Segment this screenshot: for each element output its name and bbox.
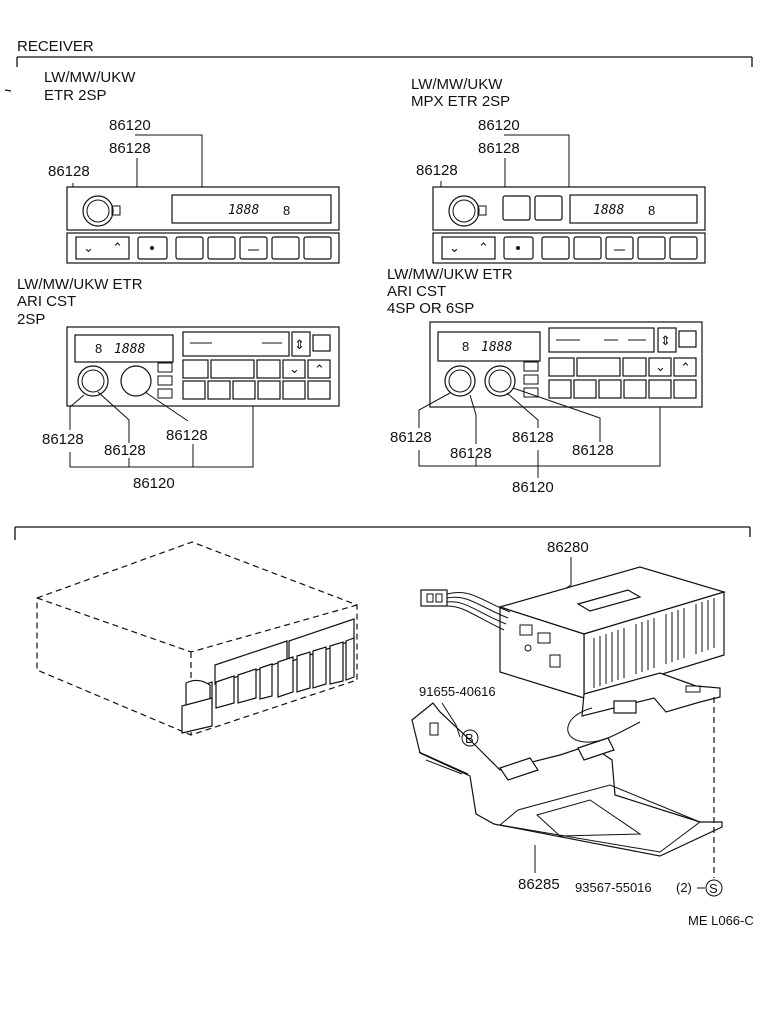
svg-text:⌃: ⌃ xyxy=(112,240,123,255)
screw-marker xyxy=(461,729,479,747)
callout-knob-number: 86128 xyxy=(166,427,208,444)
callout-knob-number: 86128 xyxy=(416,162,458,179)
callout-knob-number: 86128 xyxy=(512,429,554,446)
screw-marker-letter: B xyxy=(465,731,474,746)
frequency-display xyxy=(74,334,174,363)
seek-buttons xyxy=(441,236,496,260)
mode-button xyxy=(502,195,531,221)
frequency-display xyxy=(569,194,698,224)
preset-button xyxy=(541,236,570,260)
spec-line-3: 2SP xyxy=(17,311,45,328)
wire-harness-connector xyxy=(420,589,511,631)
spec-line-1: LW/MW/UKW ETR xyxy=(17,276,143,293)
display-frequency: 1888 xyxy=(593,203,624,218)
receiver-label-plate xyxy=(576,589,642,612)
preset-button xyxy=(637,236,666,260)
preset-button xyxy=(207,236,236,260)
svg-text:⇕: ⇕ xyxy=(294,337,305,352)
display-band: 8 xyxy=(462,339,469,354)
spec-line-3: 4SP OR 6SP xyxy=(387,300,474,317)
lower-section-bracket xyxy=(14,526,751,540)
radio-faceplate: 1888 8 ⌄ ⌃ xyxy=(66,186,340,264)
callout-knob-number: 86128 xyxy=(109,140,151,157)
svg-text:⇕: ⇕ xyxy=(660,333,671,348)
preset-button xyxy=(239,236,268,260)
callout-nut-part: 93567-55016 xyxy=(575,880,652,895)
spec-line-2: MPX ETR 2SP xyxy=(411,93,510,110)
svg-text:⌄: ⌄ xyxy=(449,240,460,255)
frequency-display xyxy=(437,331,541,362)
svg-text:⌃: ⌃ xyxy=(680,360,691,375)
preset-button xyxy=(271,236,300,260)
cassette-receiver-faceplate: 8 1888 ⇕ ⌄ ⌃ xyxy=(66,326,340,407)
callout-receiver-part: 86280 xyxy=(547,539,589,556)
display-band: 8 xyxy=(648,203,655,218)
mounting-bracket xyxy=(411,672,723,857)
display-frequency: 1888 xyxy=(114,342,145,357)
callout-faceplate-number: 86120 xyxy=(133,475,175,492)
preset-button xyxy=(669,236,698,260)
spec-line-1: LW/MW/UKW ETR xyxy=(387,266,513,283)
frequency-display xyxy=(171,194,332,224)
svg-text:⌄: ⌄ xyxy=(83,240,94,255)
receiver-unit xyxy=(497,566,727,699)
tone-knob xyxy=(120,365,152,397)
preset-button xyxy=(303,236,332,260)
preset-button xyxy=(573,236,602,260)
display-frequency: 1888 xyxy=(228,203,259,218)
callout-faceplate-number: 86120 xyxy=(512,479,554,496)
display-band: 8 xyxy=(283,203,290,218)
receiver-unit-outline xyxy=(36,541,358,736)
callout-knob-number: 86128 xyxy=(478,140,520,157)
mode-button xyxy=(534,195,563,221)
variant-ari-cst-2sp: LW/MW/UKW ETR ARI CST 2SP 8 1888 ⇕ ⌄ xyxy=(17,276,340,492)
cassette-receiver-faceplate: 8 1888 ⇕ ⌄ ⌃ xyxy=(429,321,703,408)
display-band: 8 xyxy=(95,341,102,356)
svg-text:⌃: ⌃ xyxy=(314,362,325,377)
callout-knob-number: 86128 xyxy=(104,442,146,459)
callout-knob-number: 86128 xyxy=(42,431,84,448)
preset-button xyxy=(175,236,204,260)
display-frequency: 1888 xyxy=(481,340,512,355)
nut-marker xyxy=(705,879,723,897)
spec-line-1: LW/MW/UKW xyxy=(411,76,503,93)
seek-buttons xyxy=(75,236,130,260)
variant-mpx-etr-2sp: LW/MW/UKW MPX ETR 2SP 86120 86128 86128 … xyxy=(411,76,706,264)
callout-faceplate-number: 86120 xyxy=(109,117,151,134)
spec-line-2: ARI CST xyxy=(387,283,446,300)
callout-nut-quantity: (2) xyxy=(676,880,692,895)
spec-line-2: ARI CST xyxy=(17,293,76,310)
callout-knob-number: 86128 xyxy=(572,442,614,459)
callout-faceplate-number: 86120 xyxy=(478,117,520,134)
cassette-slot xyxy=(182,331,290,357)
callout-knob-number: 86128 xyxy=(390,429,432,446)
spec-line-1: LW/MW/UKW xyxy=(44,69,136,86)
radio-faceplate: 1888 8 ⌄ ⌃ xyxy=(432,186,706,264)
variant-ari-cst-4sp-6sp: LW/MW/UKW ETR ARI CST 4SP OR 6SP 8 1888 … xyxy=(387,266,703,496)
spec-line-2: ETR 2SP xyxy=(44,87,107,104)
callout-knob-number: 86128 xyxy=(450,445,492,462)
callout-bracket-part: 86285 xyxy=(518,876,560,893)
svg-text:⌃: ⌃ xyxy=(478,240,489,255)
svg-text:⌄: ⌄ xyxy=(289,361,300,376)
page-title: RECEIVER xyxy=(17,38,94,55)
svg-text:⌄: ⌄ xyxy=(655,359,666,374)
top-section-bracket xyxy=(4,56,753,92)
variant-etr-2sp: LW/MW/UKW ETR 2SP 86120 86128 86128 1888… xyxy=(44,69,340,264)
callout-screw-part: 91655-40616 xyxy=(419,684,496,699)
callout-knob-number: 86128 xyxy=(48,163,90,180)
figure-code: ME L066-C xyxy=(688,913,754,928)
preset-button xyxy=(605,236,634,260)
nut-marker-letter: S xyxy=(709,881,718,896)
